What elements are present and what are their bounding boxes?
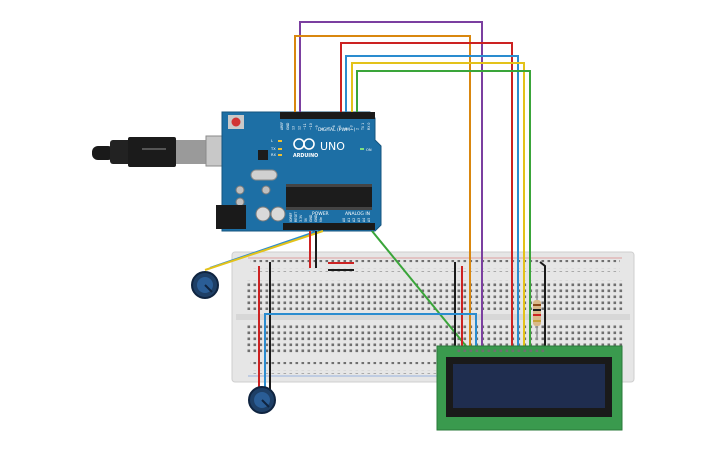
led-label-l: L xyxy=(271,139,273,143)
digital-pin-label-10: ~5 xyxy=(338,125,342,130)
analog-pin-label-4: A4 xyxy=(362,218,366,222)
analog-pin-label-2: A2 xyxy=(352,218,356,222)
digital-pin-label-3: 12 xyxy=(297,126,301,130)
atmega-chip xyxy=(286,186,372,208)
wire-orange[interactable] xyxy=(294,35,471,346)
bottom-rail-2 xyxy=(250,370,620,374)
power-header-label: POWER xyxy=(312,211,329,217)
wire-yellow-pot[interactable] xyxy=(204,230,324,271)
digital-pin-label-7: 8 xyxy=(321,128,325,130)
wire-green[interactable] xyxy=(356,70,531,346)
bottom-rail-1 xyxy=(250,362,620,366)
board-model-label: UNO xyxy=(320,140,345,153)
arduino-logo: ARDUINO xyxy=(293,138,318,159)
wire-blue[interactable] xyxy=(345,55,519,346)
power-pin-label-3: 5V xyxy=(304,217,308,222)
digital-header-label: DIGITAL (PWM~) xyxy=(318,127,356,133)
arduino-logo-text: ARDUINO xyxy=(293,153,318,159)
led-label-tx: TX xyxy=(270,147,276,151)
potentiometer-2[interactable] xyxy=(248,386,276,414)
terminal-strip-top xyxy=(245,280,625,310)
digital-pin-label-13: 2 xyxy=(355,128,359,130)
digital-pin-label-14: TX 1 xyxy=(361,123,365,131)
wires[interactable] xyxy=(204,21,546,392)
wire-green-lcd-rw[interactable] xyxy=(371,230,467,347)
analog-header-label: ANALOG IN xyxy=(345,211,370,217)
analog-pin-label-0: A0 xyxy=(342,218,346,222)
wire-black-backlight[interactable] xyxy=(539,261,546,346)
led-label-on: ON xyxy=(366,148,372,152)
top-rail-2 xyxy=(250,268,620,272)
resistor[interactable] xyxy=(533,290,541,340)
wire-red[interactable] xyxy=(340,42,513,346)
power-pin-label-6: Vin xyxy=(319,217,323,222)
arduino-uno-board[interactable]: DIGITAL (PWM~) ARDUINO UNO L TX RX ON xyxy=(216,111,382,232)
power-pin-label-2: 3.3V xyxy=(299,214,303,222)
crystal-oscillator xyxy=(250,169,278,181)
analog-pin-label-1: A1 xyxy=(347,218,351,222)
digital-pin-label-2: 13 xyxy=(292,126,296,130)
potentiometer-1[interactable] xyxy=(191,271,219,299)
capacitor-1 xyxy=(255,206,271,222)
power-pin-label-0: IOREF xyxy=(289,212,293,222)
digital-pin-label-0: AREF xyxy=(280,122,284,130)
top-rail-1 xyxy=(250,260,620,264)
lcd-screen xyxy=(453,364,605,408)
digital-pin-label-11: 4 xyxy=(344,128,348,130)
digital-header[interactable] xyxy=(280,112,375,119)
power-jack[interactable] xyxy=(216,205,246,229)
power-pin-label-1: RESET xyxy=(294,212,298,222)
wire-purple[interactable] xyxy=(299,21,483,346)
digital-pin-label-12: ~3 xyxy=(350,125,354,130)
digital-pin-label-15: RX 0 xyxy=(367,123,371,130)
power-pin-label-4: GND xyxy=(309,214,313,222)
digital-pin-label-8: 7 xyxy=(326,128,330,130)
digital-pin-label-6: ~9 xyxy=(315,125,319,130)
usb-controller-chip xyxy=(258,150,268,160)
power-pin-label-5: GND xyxy=(314,214,318,222)
digital-pin-label-5: ~10 xyxy=(309,123,313,130)
lcd-16x2-display[interactable] xyxy=(436,345,623,431)
center-gap xyxy=(236,314,630,320)
power-analog-header[interactable] xyxy=(283,223,375,230)
wire-yellow[interactable] xyxy=(351,62,525,346)
digital-pin-label-9: ~6 xyxy=(332,125,336,130)
digital-pin-label-1: GND xyxy=(286,122,290,130)
digital-pin-label-4: ~11 xyxy=(303,123,307,130)
lcd-pin-header xyxy=(455,347,545,352)
led-label-rx: RX xyxy=(271,153,276,157)
analog-pin-label-3: A3 xyxy=(357,218,361,222)
wire-blue-pot2[interactable] xyxy=(264,313,477,392)
analog-pin-label-5: A5 xyxy=(367,218,371,222)
capacitor-2 xyxy=(270,206,286,222)
